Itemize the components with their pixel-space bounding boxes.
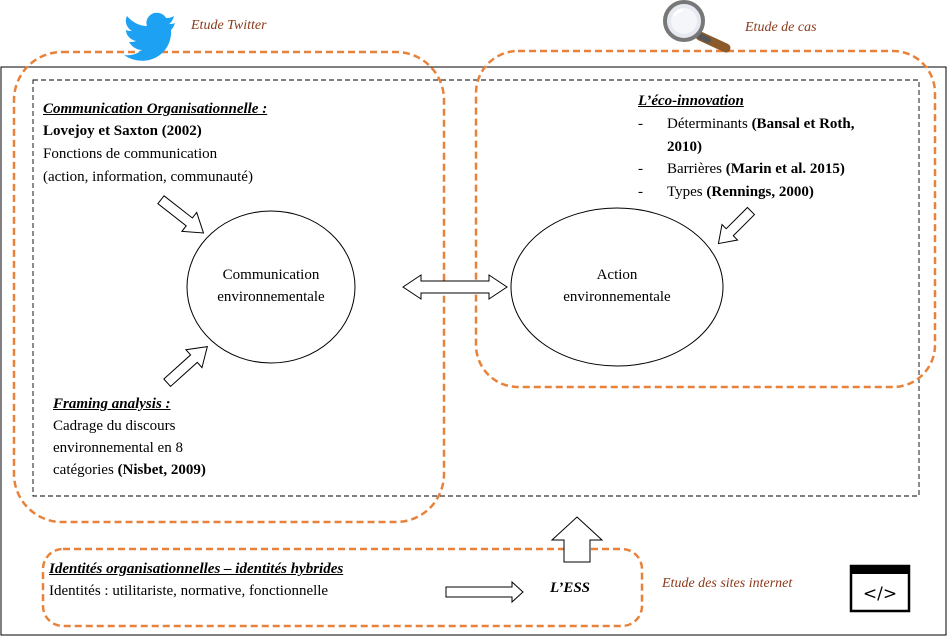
identities-heading: Identités organisationnelles – identités… (49, 561, 344, 577)
eco-item-determinants-cont: 2010) (638, 136, 702, 158)
twitter-bird-icon (124, 12, 175, 61)
communication-ellipse-line-1: Communication (222, 267, 320, 283)
eco-item-barriers: - Barrières (Marin et al. 2015) (638, 158, 845, 180)
communication-line-1: Fonctions de communication (43, 146, 218, 162)
framing-line-1: Cadrage du discours (53, 418, 176, 434)
identities-body: Identités : utilitariste, normative, fon… (49, 583, 329, 599)
framing-heading: Framing analysis : (53, 396, 171, 412)
action-ellipse-label: Action environnementale (547, 264, 687, 308)
case-study-label: Etude de cas (745, 20, 817, 35)
action-ellipse-line-1: Action (596, 267, 638, 283)
communication-ellipse-line-2: environnementale (217, 289, 325, 305)
action-ellipse-line-2: environnementale (563, 289, 671, 305)
magnifying-glass-icon (663, 0, 731, 53)
eco-item-ref: 2010) (667, 139, 702, 155)
communication-line-2: (action, information, communauté) (43, 169, 253, 185)
eco-item-determinants: - Déterminants (Bansal et Roth, (638, 113, 854, 135)
bidirectional-arrow (402, 274, 508, 300)
eco-item-ref: (Rennings, 2000) (706, 184, 814, 200)
code-window-icon: </> (849, 564, 911, 613)
eco-item-dash: - (638, 161, 643, 177)
framing-line-3-text: catégories (53, 462, 118, 478)
arrow-up (550, 516, 604, 563)
communication-author: Lovejoy et Saxton (2002) (43, 123, 202, 139)
arrow-right-ess (445, 580, 524, 604)
communication-ellipse-label: Communication environnementale (201, 264, 341, 308)
eco-item-ref: (Marin et al. 2015) (725, 161, 845, 177)
outer-frame (0, 66, 947, 636)
twitter-study-label: Etude Twitter (191, 18, 267, 33)
action-ellipse (510, 207, 724, 367)
ess-label: L’ESS (550, 580, 591, 596)
eco-innovation-heading: L’éco-innovation (638, 93, 744, 109)
svg-text:</>: </> (863, 584, 897, 604)
communication-ellipse (186, 210, 356, 364)
eco-item-label: Types (667, 184, 707, 200)
case-study-group (474, 49, 937, 389)
eco-item-dash: - (638, 116, 643, 132)
eco-item-label: Déterminants (667, 116, 752, 132)
framing-line-2: environnemental en 8 (53, 440, 183, 456)
eco-item-label: Barrières (667, 161, 726, 177)
framing-line-3-ref: (Nisbet, 2009) (117, 462, 206, 478)
websites-study-group (41, 547, 644, 628)
eco-item-ref: (Bansal et Roth, (751, 116, 855, 132)
eco-item-types: - Types (Rennings, 2000) (638, 181, 814, 203)
websites-study-label: Etude des sites internet (662, 576, 793, 591)
inner-dashed-frame (32, 79, 920, 497)
arrow-bottom-left (163, 345, 208, 388)
framing-line-3: catégories (Nisbet, 2009) (53, 459, 206, 481)
arrow-top-left (157, 195, 205, 234)
eco-item-dash: - (638, 184, 643, 200)
communication-heading: Communication Organisationnelle : (43, 101, 268, 117)
arrow-top-right (717, 206, 756, 245)
